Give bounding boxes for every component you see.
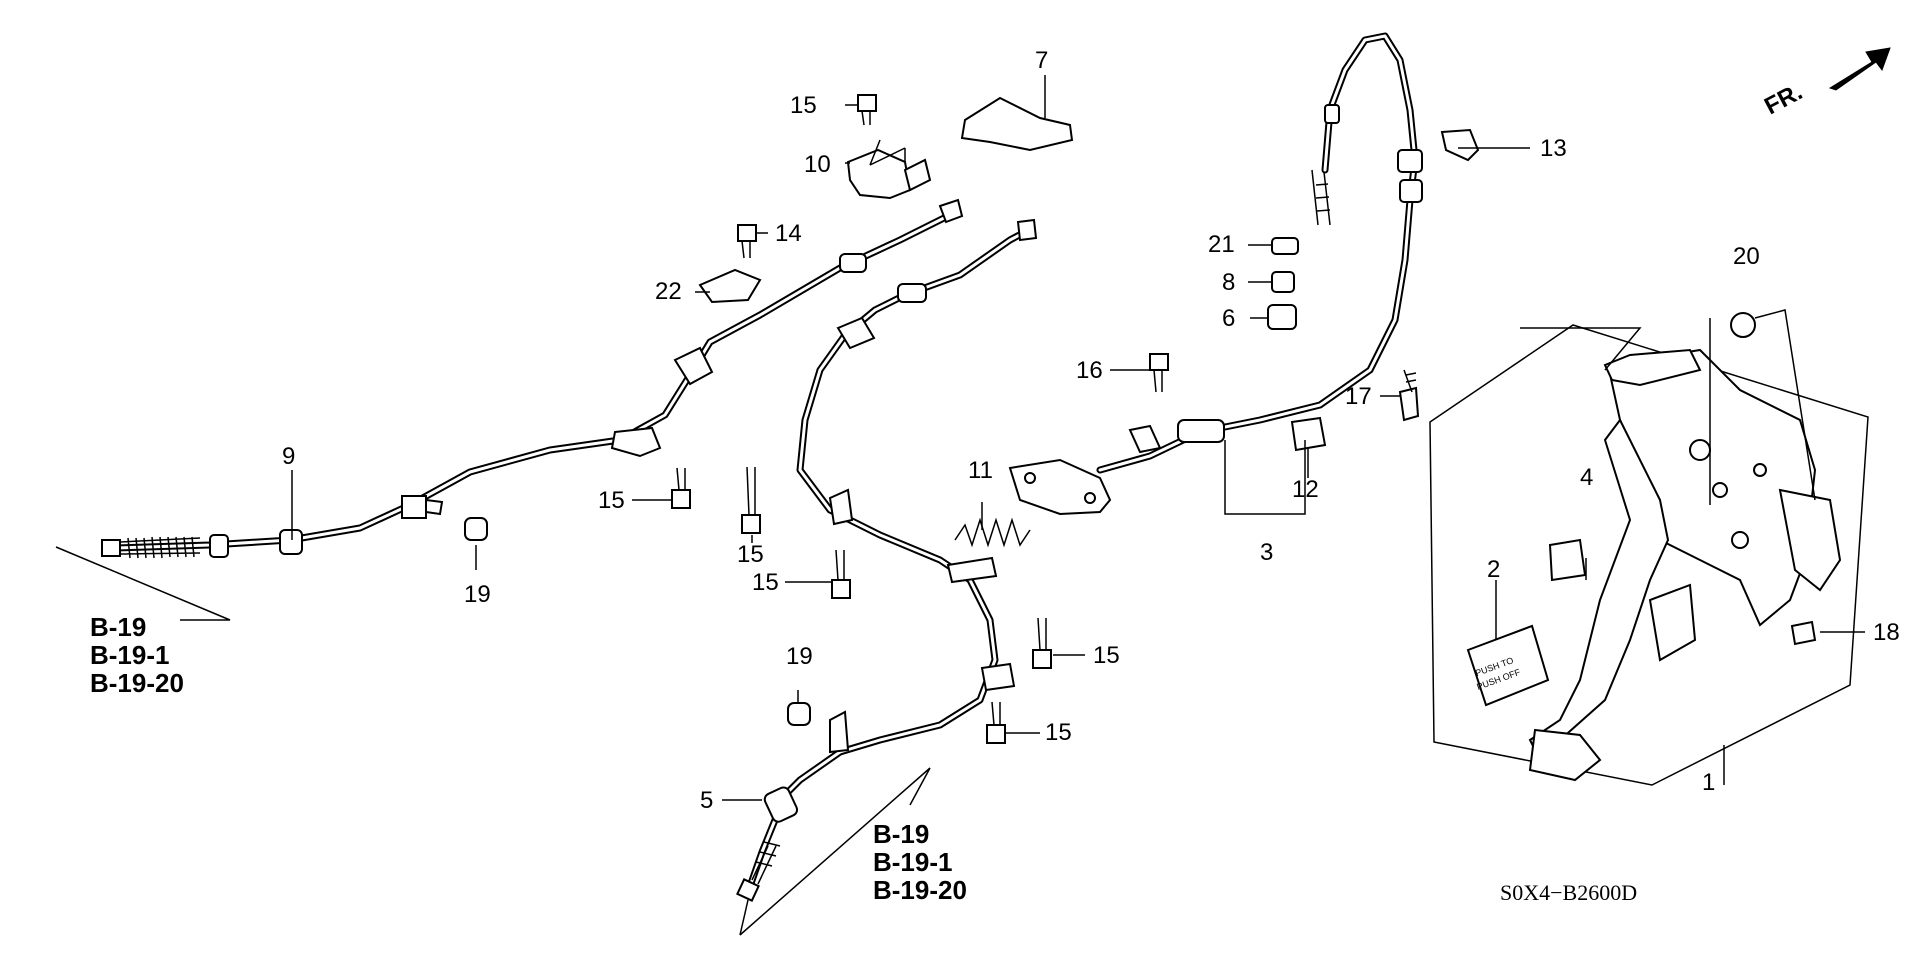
- callout-9: 9: [282, 443, 295, 470]
- reference-bottom-3: B-19-20: [873, 875, 967, 905]
- callout-4: 4: [1580, 464, 1593, 491]
- release-button: PUSH TO PUSH OFF: [1466, 624, 1550, 707]
- reference-group-bottom: B-19 B-19-1 B-19-20: [873, 819, 967, 905]
- callout-15-top: 15: [790, 92, 817, 119]
- front-direction-marker: FR.: [1760, 47, 1891, 120]
- callout-15-right: 15: [1093, 642, 1120, 669]
- callout-15-low: 15: [752, 569, 779, 596]
- nut-6: [1267, 304, 1297, 330]
- cable-equalizer: [1008, 458, 1112, 516]
- left-rear-brake-cable: [101, 198, 964, 559]
- front-marker-text: FR.: [1760, 78, 1807, 120]
- callout-15-bottom: 15: [1045, 719, 1072, 746]
- bolt-15-d: [1032, 649, 1052, 669]
- leader-lines: [55, 75, 1865, 936]
- callout-19-bottom: 19: [786, 643, 813, 670]
- callout-10: 10: [804, 151, 831, 178]
- bolt-14: [737, 224, 757, 242]
- nut-19-bottom: [787, 702, 811, 726]
- callout-12: 12: [1292, 476, 1319, 503]
- callout-15-mid: 15: [737, 541, 764, 568]
- reference-left-2: B-19-1: [90, 640, 169, 670]
- reference-bottom-1: B-19: [873, 819, 929, 849]
- bolt-16: [1149, 353, 1169, 371]
- callout-18: 18: [1873, 619, 1900, 646]
- callout-17: 17: [1345, 383, 1372, 410]
- callout-8: 8: [1222, 269, 1235, 296]
- callout-20: 20: [1733, 243, 1760, 270]
- callout-11: 11: [968, 457, 993, 484]
- callout-5: 5: [700, 787, 713, 814]
- bracket-22: [698, 268, 762, 304]
- cable-clamp-7: [960, 96, 1074, 152]
- bolt-15-a: [671, 489, 691, 509]
- reference-bottom-2: B-19-1: [873, 847, 952, 877]
- front-arrow-icon: [1828, 47, 1891, 91]
- brake-switch: [1548, 538, 1587, 582]
- callout-3: 3: [1260, 539, 1273, 566]
- callout-19-left: 19: [464, 581, 491, 608]
- bolt-15-e: [986, 724, 1006, 744]
- cable-end-fitting: [101, 539, 121, 557]
- diagram-code: S0X4−B2600D: [1500, 880, 1637, 905]
- callout-1: 1: [1702, 769, 1715, 796]
- callout-2: 2: [1487, 556, 1500, 583]
- callout-15-left: 15: [598, 487, 625, 514]
- right-rear-brake-cable: [736, 218, 1038, 902]
- return-spring-11: [954, 517, 1031, 548]
- front-brake-cable: [1008, 32, 1423, 516]
- small-hardware: [464, 94, 1480, 744]
- bolt-15-top: [857, 94, 877, 112]
- bolt-15-c: [831, 579, 851, 599]
- reference-left-1: B-19: [90, 612, 146, 642]
- callout-6: 6: [1222, 305, 1235, 332]
- reference-left-3: B-19-20: [90, 668, 184, 698]
- callout-14: 14: [775, 220, 802, 247]
- parking-brake-pedal-assembly: PUSH TO PUSH OFF: [1398, 309, 1869, 786]
- callout-7: 7: [1035, 47, 1048, 74]
- callout-21: 21: [1208, 231, 1235, 258]
- cable-holder-10: [846, 148, 912, 200]
- reference-group-left: B-19 B-19-1 B-19-20: [90, 612, 184, 698]
- callout-22: 22: [655, 278, 682, 305]
- part-8: [1271, 271, 1295, 293]
- clip-13: [1440, 128, 1480, 162]
- callout-16: 16: [1076, 357, 1103, 384]
- bolt-15-b: [741, 514, 761, 534]
- callout-13: 13: [1540, 135, 1567, 162]
- nut-19-left: [464, 517, 488, 541]
- clip-12: [1290, 416, 1327, 452]
- nut-20: [1730, 312, 1756, 338]
- part-21: [1271, 237, 1299, 255]
- callout-numbers: 1 2 3 4 5 6 7 8 9 10 11 12 13 14 15 15 1…: [282, 47, 1900, 814]
- assembly-outline: [1429, 324, 1869, 786]
